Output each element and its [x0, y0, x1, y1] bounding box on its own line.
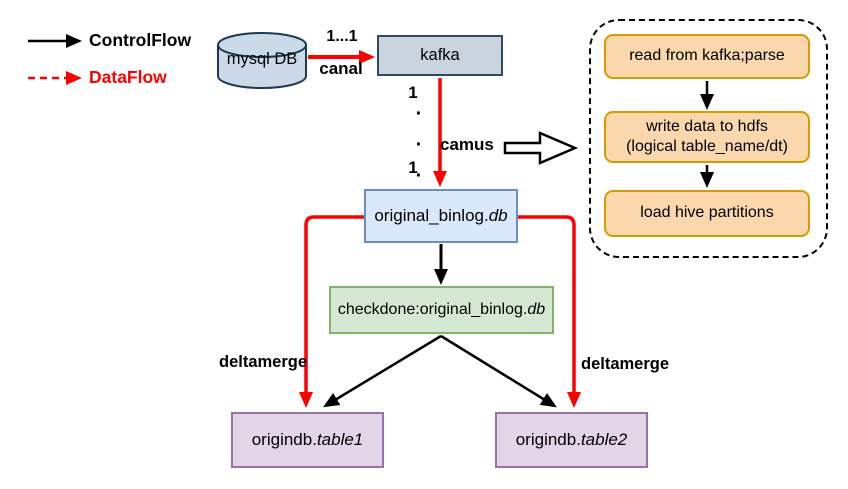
camus-block-arrow	[503, 131, 579, 165]
node-kafka-label: kafka	[420, 46, 460, 64]
table1-suffix: table1	[316, 430, 364, 449]
node-checkdone: checkdone:original_binlog.db	[329, 286, 554, 334]
node-checkdone-label: checkdone:original_binlog.db	[338, 301, 545, 319]
edge-label-deltamerge-right: deltamerge	[581, 355, 670, 373]
table2-prefix: origindb.	[515, 430, 581, 449]
edge-label-camus: camus	[440, 135, 494, 154]
edge-binlog-to-table2	[518, 215, 581, 408]
pipeline-step-write-hdfs: write data to hdfs (logical table_name/d…	[604, 111, 810, 163]
edge-label-cardinality: 1...1	[326, 28, 358, 45]
edge-binlog-to-table1	[299, 215, 364, 408]
edge-checkdone-to-table2	[440, 334, 557, 408]
checkdone-db-suffix: db	[527, 301, 546, 318]
legend-controlflow-label: ControlFlow	[89, 30, 192, 50]
node-table2-label: origindb.table2	[516, 430, 628, 450]
edge-label-deltamerge-left: deltamerge	[219, 353, 308, 371]
node-table1-label: origindb.table1	[252, 430, 364, 450]
binlog-db-suffix: db	[488, 206, 508, 225]
node-origindb-table1: origindb.table1	[231, 412, 384, 468]
edge-label-canal: canal	[319, 59, 363, 78]
edge-checkdone-to-table1	[323, 334, 442, 408]
legend-dataflow-label: DataFlow	[89, 67, 167, 87]
node-original-binlog: original_binlog.db	[364, 189, 518, 243]
node-mysql-db-label: mysql DB	[226, 50, 298, 68]
mysql-db-cylinder	[217, 31, 307, 90]
edge-label-partition-bottom: 1	[408, 158, 418, 177]
node-original-binlog-label: original_binlog.db	[374, 206, 507, 226]
node-origindb-table2: origindb.table2	[495, 412, 648, 468]
binlog-prefix: original_binlog.	[374, 206, 489, 225]
table2-suffix: table2	[580, 430, 628, 449]
edge-label-partition-top: 1	[408, 83, 418, 102]
pipeline-step-read-kafka: read from kafka;parse	[604, 34, 810, 79]
camus-pipeline-frame	[589, 19, 828, 258]
checkdone-prefix: checkdone:original_binlog.	[337, 301, 528, 318]
node-kafka: kafka	[377, 35, 503, 76]
table1-prefix: origindb.	[251, 430, 317, 449]
pipeline-step-load-hive: load hive partitions	[604, 190, 810, 237]
